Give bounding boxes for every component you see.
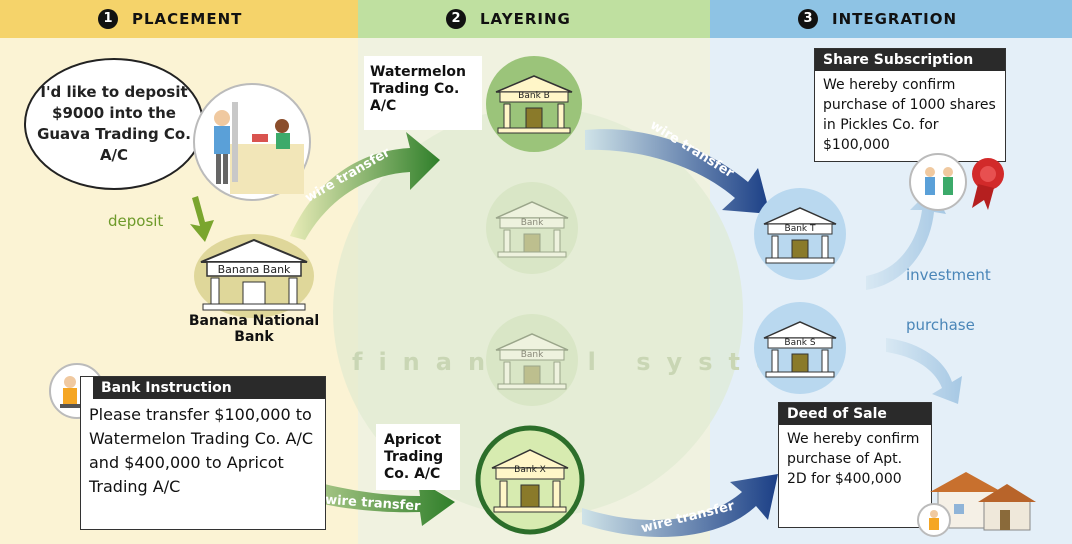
- section-header-integration: 3 INTEGRATION: [710, 0, 1072, 38]
- wire-arrow-blue-top: [585, 129, 770, 214]
- banana-bank-name: Banana National Bank: [188, 313, 320, 345]
- purchase-arrow: [886, 338, 962, 404]
- deposit-arrow: [190, 196, 214, 242]
- share-subscription-document: Share Subscription We hereby confirm pur…: [814, 48, 1006, 162]
- bank-mid1-sign: Bank: [520, 218, 544, 228]
- house-icon: [917, 472, 1036, 537]
- share-subscription-title: Share Subscription: [815, 49, 1005, 71]
- section-title: PLACEMENT: [132, 10, 243, 28]
- handshake-seal-icon: [909, 153, 1004, 211]
- bank-b-sign: Bank B: [518, 91, 550, 101]
- apricot-label-box: [376, 424, 460, 490]
- investment-arrow: [866, 188, 946, 290]
- bank-instruction-document: Bank Instruction Please transfer $100,00…: [80, 376, 326, 530]
- watermelon-label-box: [364, 56, 482, 130]
- bank-b-icon: [486, 56, 582, 152]
- deed-of-sale-title: Deed of Sale: [779, 403, 931, 425]
- watermelon-account-label: Watermelon Trading Co. A/C: [370, 64, 466, 114]
- bank-mid2-sign: Bank: [520, 350, 544, 360]
- deed-of-sale-body: We hereby confirm purchase of Apt. 2D fo…: [787, 431, 920, 487]
- bank-s-icon: [754, 302, 846, 394]
- section-header-placement: 1 PLACEMENT: [0, 0, 358, 38]
- wire-arrow-top: [290, 132, 440, 240]
- bank-mid1-icon: [486, 182, 578, 274]
- bank-mid2-icon: [486, 314, 578, 406]
- bank-x-icon: [475, 425, 585, 535]
- bank-x-sign: Bank X: [514, 465, 546, 475]
- teller-scene-illustration: [193, 83, 311, 201]
- bank-instruction-title: Bank Instruction: [93, 377, 325, 399]
- deposit-label: deposit: [108, 212, 164, 230]
- banana-bank-sign: Banana Bank: [217, 263, 291, 276]
- section-number: 3: [798, 9, 818, 29]
- investment-label: investment: [906, 266, 991, 284]
- section-header-layering: 2 LAYERING: [358, 0, 710, 38]
- apricot-account-label: Apricot Trading Co. A/C: [384, 432, 444, 482]
- section-number: 2: [446, 9, 466, 29]
- section-title: LAYERING: [480, 10, 571, 28]
- bank-t-sign: Bank T: [784, 224, 816, 234]
- bank-instruction-body: Please transfer $100,000 to Watermelon T…: [89, 405, 314, 496]
- banana-bank-icon: [194, 234, 314, 318]
- bank-t-icon: [754, 188, 846, 280]
- section-number: 1: [98, 9, 118, 29]
- section-title: INTEGRATION: [832, 10, 958, 28]
- deed-of-sale-document: Deed of Sale We hereby confirm purchase …: [778, 402, 932, 528]
- wire-arrow-blue-bottom: [582, 474, 778, 537]
- share-subscription-body: We hereby confirm purchase of 1000 share…: [823, 77, 996, 153]
- deposit-speech-bubble: I'd like to deposit $9000 into the Guava…: [24, 58, 204, 190]
- purchase-label: purchase: [906, 316, 975, 334]
- financial-system-watermark: financial system: [352, 348, 830, 376]
- bank-s-sign: Bank S: [784, 338, 816, 348]
